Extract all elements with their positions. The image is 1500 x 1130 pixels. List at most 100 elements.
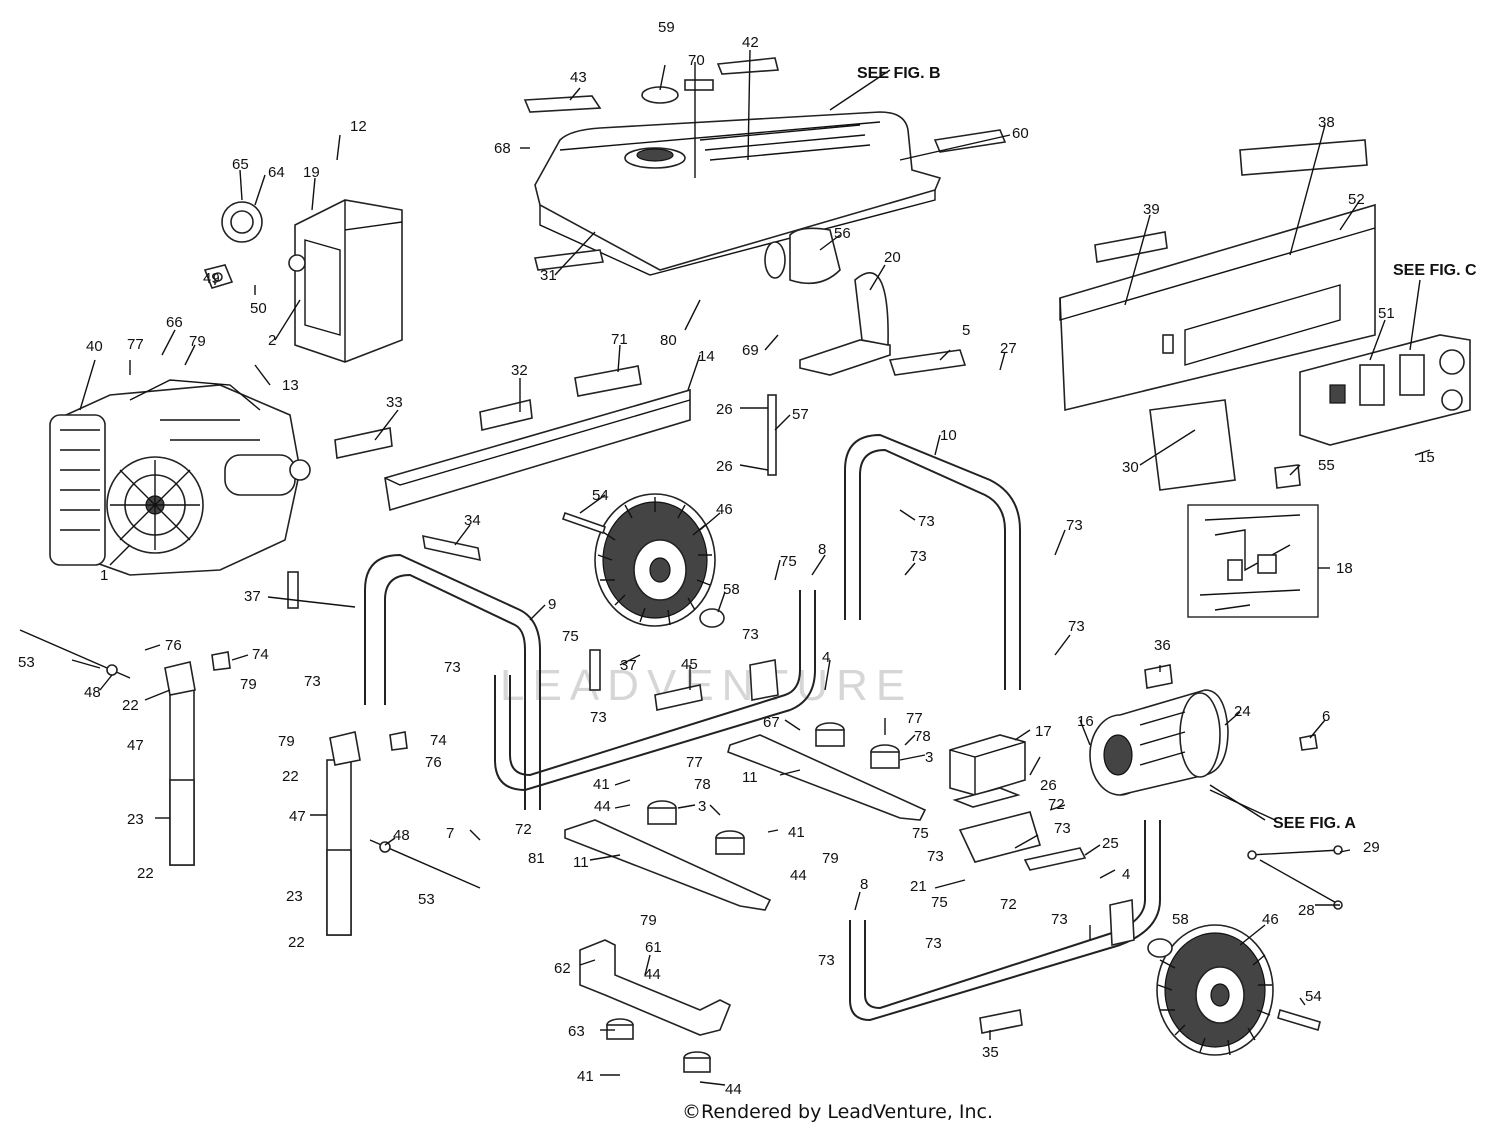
callout-28: 28 (1298, 902, 1315, 919)
callout-76a: 76 (165, 637, 182, 654)
callout-72b: 72 (515, 821, 532, 838)
callout-31: 31 (540, 267, 557, 284)
callout-71: 71 (611, 331, 628, 348)
callout-48b: 48 (393, 827, 410, 844)
callout-73d: 73 (1068, 618, 1085, 635)
callout-44a: 44 (594, 798, 611, 815)
mounting-rails (564, 734, 927, 911)
callout-64: 64 (268, 164, 285, 181)
callout-66: 66 (166, 314, 183, 331)
callout-22a: 22 (122, 697, 139, 714)
footer-credit: ©Rendered by LeadVenture, Inc. (682, 1101, 993, 1123)
fuel-tank (523, 57, 1007, 276)
callout-75c: 75 (912, 825, 929, 842)
see-fig-a: SEE FIG. A (1273, 815, 1356, 832)
wheel-upper (561, 493, 725, 628)
callout-73e: 73 (742, 626, 759, 643)
callout-78a: 78 (914, 728, 931, 745)
callout-7: 7 (446, 825, 454, 842)
control-panel (1059, 139, 1471, 491)
callout-15: 15 (1418, 449, 1435, 466)
see-fig-c: SEE FIG. C (1393, 262, 1477, 279)
callout-35: 35 (982, 1044, 999, 1061)
callout-8: 8 (818, 541, 826, 558)
callout-26b: 26 (716, 458, 733, 475)
callout-55: 55 (1318, 457, 1335, 474)
callout-22b: 22 (282, 768, 299, 785)
callout-32: 32 (511, 362, 528, 379)
callout-76b: 76 (425, 754, 442, 771)
callout-74a: 74 (252, 646, 269, 663)
callout-51: 51 (1378, 305, 1395, 322)
callout-41c: 41 (577, 1068, 594, 1085)
callout-54: 54 (592, 487, 609, 504)
callout-58b: 58 (1172, 911, 1189, 928)
callout-79: 79 (189, 333, 206, 350)
callout-77c: 77 (686, 754, 703, 771)
callout-6: 6 (1322, 708, 1330, 725)
callout-3a: 3 (925, 749, 933, 766)
callout-2: 2 (268, 332, 276, 349)
callout-44d: 44 (725, 1081, 742, 1098)
part-6 (1299, 734, 1318, 751)
callout-11a: 11 (742, 769, 758, 786)
callout-5: 5 (962, 322, 970, 339)
callout-21: 21 (910, 878, 927, 895)
callout-9: 9 (548, 596, 556, 613)
callout-56: 56 (834, 225, 851, 242)
callout-79b: 79 (240, 676, 257, 693)
callout-75b: 75 (562, 628, 579, 645)
callout-53b: 53 (418, 891, 435, 908)
callout-72a: 72 (1048, 796, 1065, 813)
leader-lines (71, 49, 1431, 1086)
callout-80: 80 (660, 332, 677, 349)
battery-tray (958, 811, 1087, 871)
callout-54b: 54 (1305, 988, 1322, 1005)
callout-45: 45 (681, 656, 698, 673)
callout-52: 52 (1348, 191, 1365, 208)
callout-65: 65 (232, 156, 249, 173)
callout-74b: 74 (430, 732, 447, 749)
callout-41b: 41 (788, 824, 805, 841)
frame-right (767, 394, 1021, 690)
callout-73a: 73 (918, 513, 935, 530)
callout-69: 69 (742, 342, 759, 359)
callout-70: 70 (688, 52, 705, 69)
callout-57: 57 (792, 406, 809, 423)
callout-26: 26 (716, 401, 733, 418)
frame-left (287, 534, 816, 810)
callout-11b: 11 (573, 854, 589, 871)
callout-1: 1 (100, 567, 108, 584)
callout-47b: 47 (289, 808, 306, 825)
callout-48a: 48 (84, 684, 101, 701)
battery (949, 734, 1026, 808)
callout-60: 60 (1012, 125, 1029, 142)
callout-30: 30 (1122, 459, 1139, 476)
recoil-housing (203, 199, 403, 363)
callout-77b: 77 (906, 710, 923, 727)
callout-38: 38 (1318, 114, 1335, 131)
callout-22d: 22 (288, 934, 305, 951)
callout-49: 49 (203, 270, 220, 287)
callout-42: 42 (742, 34, 759, 51)
wheel-lower (1147, 924, 1321, 1056)
callout-79d: 79 (822, 850, 839, 867)
callout-61: 61 (645, 939, 662, 956)
frame-bottom (849, 820, 1161, 1034)
wiring-harness (1187, 504, 1319, 618)
tank-bracket (764, 227, 967, 376)
callout-4a: 4 (822, 649, 830, 666)
callout-40: 40 (86, 338, 103, 355)
callout-78b: 78 (694, 776, 711, 793)
callout-77: 77 (127, 336, 144, 353)
callout-3b: 3 (698, 798, 706, 815)
callout-8b: 8 (860, 876, 868, 893)
callout-59: 59 (658, 19, 675, 36)
callout-43: 43 (570, 69, 587, 86)
cross-bar (334, 365, 691, 512)
callout-13: 13 (282, 377, 299, 394)
callout-73h: 73 (590, 709, 607, 726)
callout-33: 33 (386, 394, 403, 411)
callout-58a: 58 (723, 581, 740, 598)
